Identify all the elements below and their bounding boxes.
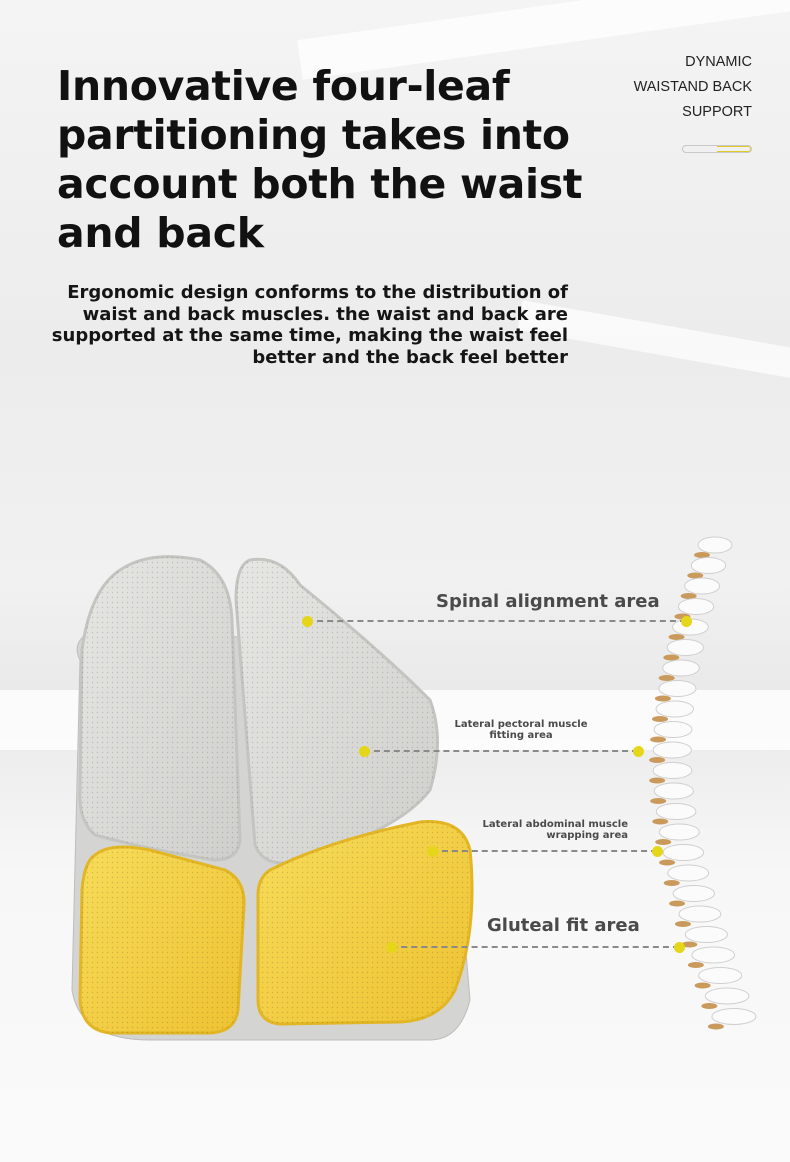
marker-dot [680,615,692,627]
callout-label-line: Lateral abdominal muscle [482,819,628,830]
vertebra [658,680,697,697]
tagline: DYNAMIC WAISTAND BACK SUPPORT [634,50,752,125]
subtitle-line: waist and back muscles. the waist and ba… [82,303,568,325]
intervertebral-disc [680,593,697,599]
subtitle-line: better and the back feel better [252,346,568,368]
callout-gluteal-fit: Gluteal fit area [487,915,640,936]
intervertebral-disc [668,634,685,640]
headline: Innovative four-leaf partitioning takes … [57,62,582,258]
marker-dot [632,745,644,757]
intervertebral-disc [663,880,680,886]
vertebra [711,1008,757,1025]
callout-label-line: wrapping area [546,830,628,841]
back-leaf-left [78,555,242,862]
tagline-line: SUPPORT [682,104,752,120]
intervertebral-disc [659,859,676,866]
callout-label-line: fitting area [489,730,553,741]
headline-line: Innovative four-leaf [57,62,510,110]
vertebra [653,721,693,738]
vertebra [690,557,727,574]
headline-line: partitioning takes into [57,111,570,159]
vertebra [667,864,710,882]
vertebra [652,741,692,759]
vertebra [653,782,694,800]
marker-dot [385,941,397,953]
intervertebral-disc [707,1023,724,1030]
intervertebral-disc [663,654,680,661]
callout-line [432,850,657,852]
spine-illustration [649,536,757,1030]
intervertebral-disc [649,777,666,784]
vertebra [666,639,704,656]
marker-dot [358,745,370,757]
callout-label-line: Lateral pectoral muscle [454,719,588,730]
marker-dot [301,615,313,627]
subtitle-line: Ergonomic design conforms to the distrib… [67,282,568,303]
vertebra [652,762,693,779]
intervertebral-disc [652,716,669,722]
vertebra [698,967,743,984]
intervertebral-disc [701,1003,718,1009]
vertebra [658,823,700,841]
intervertebral-disc [694,982,711,989]
vertebra [655,803,697,820]
intervertebral-disc [687,572,704,579]
vertebra [677,598,715,615]
intervertebral-disc [669,900,686,907]
vertebra [704,987,750,1005]
tagline-line: WAISTAND BACK [633,79,752,95]
intervertebral-disc [694,552,710,558]
vertebra [678,905,722,923]
callout-line [307,620,686,622]
callout-line [391,946,679,948]
intervertebral-disc [674,921,691,927]
callout-lateral-pectoral: Lateral pectoral muscle fitting area [440,719,602,741]
intervertebral-disc [687,962,704,968]
intervertebral-disc [650,736,667,743]
waist-leaf-left [78,845,246,1035]
callout-lateral-abdominal: Lateral abdominal muscle wrapping area [440,819,628,841]
intervertebral-disc [654,695,671,702]
vertebra [691,946,736,964]
marker-dot [426,845,438,857]
callout-spinal-alignment: Spinal alignment area [436,591,660,612]
subtitle: Ergonomic design conforms to the distrib… [28,282,568,368]
intervertebral-disc [655,839,672,845]
vertebra [662,659,700,677]
vertebra [662,844,705,861]
intervertebral-disc [658,675,675,681]
waist-leaf-right [256,820,474,1026]
intervertebral-disc [681,941,698,948]
vertebra [672,885,715,902]
headline-line: and back [57,209,264,257]
callout-line [364,750,638,752]
intervertebral-disc [649,757,666,763]
intervertebral-disc [650,798,667,804]
tagline-line: DYNAMIC [685,54,752,70]
headline-line: account both the waist [57,160,583,208]
vertebra [655,700,695,718]
decorative-pill [682,145,752,153]
vertebra [697,536,733,554]
back-leaf-right [234,557,439,865]
intervertebral-disc [652,818,669,825]
marker-dot [673,941,685,953]
vertebra [684,926,729,943]
vertebra [684,577,721,595]
marker-dot [651,845,663,857]
subtitle-line: supported at the same time, making the w… [51,325,568,346]
